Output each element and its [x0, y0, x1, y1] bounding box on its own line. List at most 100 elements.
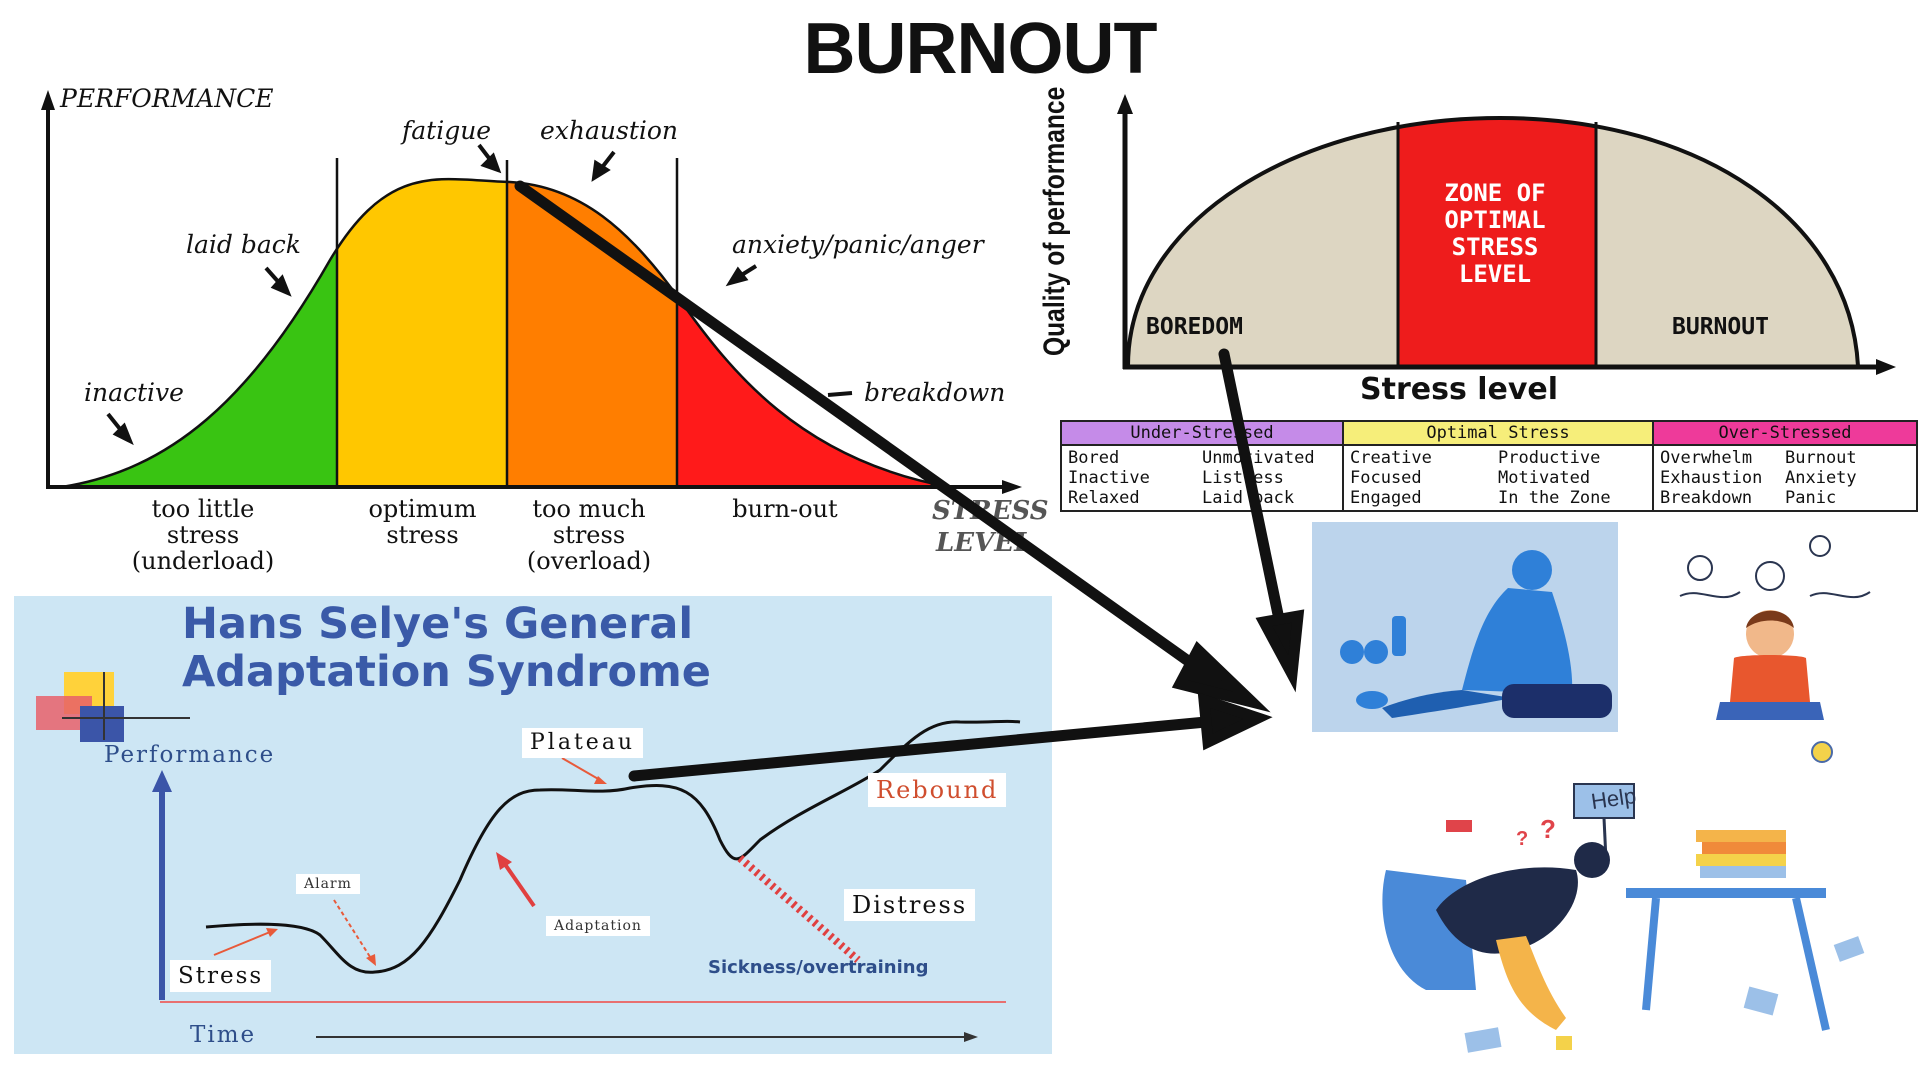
desk-leg — [1792, 897, 1830, 1031]
label-inactive: inactive — [84, 378, 184, 407]
zone-overload-line2: stress — [552, 521, 626, 549]
table-cell: Burnout — [1785, 448, 1857, 468]
athlete-shadow — [1502, 684, 1612, 718]
desk — [1626, 888, 1826, 898]
paper — [1743, 986, 1779, 1016]
woman-legs — [1496, 936, 1566, 1030]
table-cell: Exhaustion — [1660, 468, 1763, 488]
table-cell: Inactive — [1068, 468, 1150, 488]
label-breakdown: breakdown — [864, 378, 1006, 407]
arrow-adaptation — [500, 858, 536, 908]
gas-title: Hans Selye's General Adaptation Syndrome — [182, 600, 711, 696]
label-laid-back: laid back — [186, 230, 301, 259]
gas-stress-label: Stress — [170, 960, 272, 992]
label-anxiety: anxiety/panic/anger — [732, 230, 984, 259]
thought-line — [1679, 591, 1741, 599]
zone-optimal-line1: ZONE OF — [1444, 179, 1546, 207]
dumbbell-right — [1364, 640, 1388, 664]
q-x-axis-arrowhead — [1876, 359, 1896, 375]
dumbbell-left — [1340, 640, 1364, 664]
logo-square-blue — [80, 706, 124, 742]
table-cell: Anxiety — [1785, 468, 1857, 488]
label-exhaustion: exhaustion — [540, 116, 679, 145]
question-mark: ? — [1516, 828, 1529, 850]
thought-line — [1809, 591, 1871, 599]
arrow-fatigue-to-athlete — [514, 180, 1204, 674]
distress-hatch — [737, 854, 861, 964]
zone-label-overload: too much stress (overload) — [505, 496, 673, 574]
y-axis-label: PERFORMANCE — [60, 84, 274, 113]
quality-x-label: Stress level — [1360, 372, 1559, 407]
arrow-alarm — [333, 899, 373, 961]
quality-performance-chart — [1117, 94, 1896, 375]
exhausted-athlete-illustration — [1312, 522, 1618, 732]
zone-overload-line3: (overload) — [526, 547, 652, 575]
book-stack — [1696, 854, 1786, 866]
arrow-breakdown — [827, 391, 853, 397]
book-stack — [1702, 842, 1786, 854]
gas-alarm-label: Alarm — [296, 874, 360, 894]
dome-outline — [1126, 115, 1860, 367]
stressed-boy-illustration — [1679, 535, 1871, 720]
y-axis-arrowhead — [41, 90, 55, 110]
paper — [1833, 936, 1865, 962]
arrow-plateau — [561, 757, 601, 781]
zone-boredom: BOREDOM — [1146, 314, 1243, 340]
table-cell: Motivated — [1498, 468, 1591, 488]
athlete-body — [1462, 588, 1573, 694]
table-cell: Listless — [1202, 468, 1284, 488]
gas-time-arrowhead — [964, 1032, 978, 1042]
book-stack — [1696, 830, 1786, 842]
question-mark: ? — [1540, 814, 1556, 844]
coffee-mug — [1556, 1036, 1572, 1050]
table-cell: Engaged — [1350, 488, 1422, 508]
arrow-boredom-to-athlete — [1218, 348, 1286, 630]
gas-curve — [205, 719, 1021, 974]
table-cell: Overwhelm — [1660, 448, 1753, 468]
gas-title-line2: Adaptation Syndrome — [182, 647, 711, 697]
table-cell: Relaxed — [1068, 488, 1140, 508]
table-cell: Laid back — [1202, 488, 1295, 508]
athlete-leg — [1382, 690, 1512, 718]
zone-underload-line2: stress — [166, 521, 240, 549]
boy-hair — [1746, 610, 1794, 628]
zone-underload-line1: too little — [151, 495, 255, 523]
clock-icon — [1811, 741, 1833, 763]
gas-y-axis-arrowhead — [152, 770, 172, 792]
gas-y-label: Performance — [104, 742, 276, 768]
performance-curve — [61, 177, 951, 489]
table-header-over: Over-Stressed — [1654, 422, 1916, 446]
zone-optimal-line2: OPTIMAL — [1444, 206, 1546, 234]
zone-burnout: BURNOUT — [1672, 314, 1769, 340]
gas-sickness-label: Sickness/overtraining — [708, 957, 929, 978]
arrow-plateau-to-athlete — [628, 716, 1212, 782]
zone-optimal: ZONE OF OPTIMAL STRESS LEVEL — [1400, 180, 1590, 288]
help-sign — [1573, 783, 1635, 861]
woman-body — [1436, 867, 1578, 954]
zone-fill-optimum — [337, 179, 507, 487]
q-y-axis-arrowhead — [1117, 94, 1133, 114]
battery-icon — [1446, 820, 1472, 832]
zone-optimum-line1: optimum — [368, 495, 477, 523]
boy-shirt — [1730, 655, 1810, 702]
zone-optimum-line2: stress — [386, 521, 459, 549]
arrow-stress — [213, 931, 271, 956]
zone-label-burnout: burn-out — [700, 496, 870, 522]
page-title: BURNOUT — [803, 9, 1158, 89]
table-cell: Focused — [1350, 468, 1422, 488]
gas-title-line1: Hans Selye's General — [182, 599, 694, 649]
table-cell: Productive — [1498, 448, 1601, 468]
shoe — [1356, 691, 1388, 709]
zone-label-underload: too little stress (underload) — [118, 496, 288, 574]
table-header-optimal: Optimal Stress — [1344, 422, 1652, 446]
gas-chart — [36, 672, 1021, 1042]
zone-optimal-line4: LEVEL — [1458, 260, 1532, 288]
x-axis-arrowhead — [1002, 480, 1022, 494]
gas-distress-label: Distress — [844, 889, 976, 921]
zone-overload-line1: too much — [532, 495, 646, 523]
desk-leg — [1642, 897, 1660, 1011]
table-cell: Breakdown — [1660, 488, 1753, 508]
